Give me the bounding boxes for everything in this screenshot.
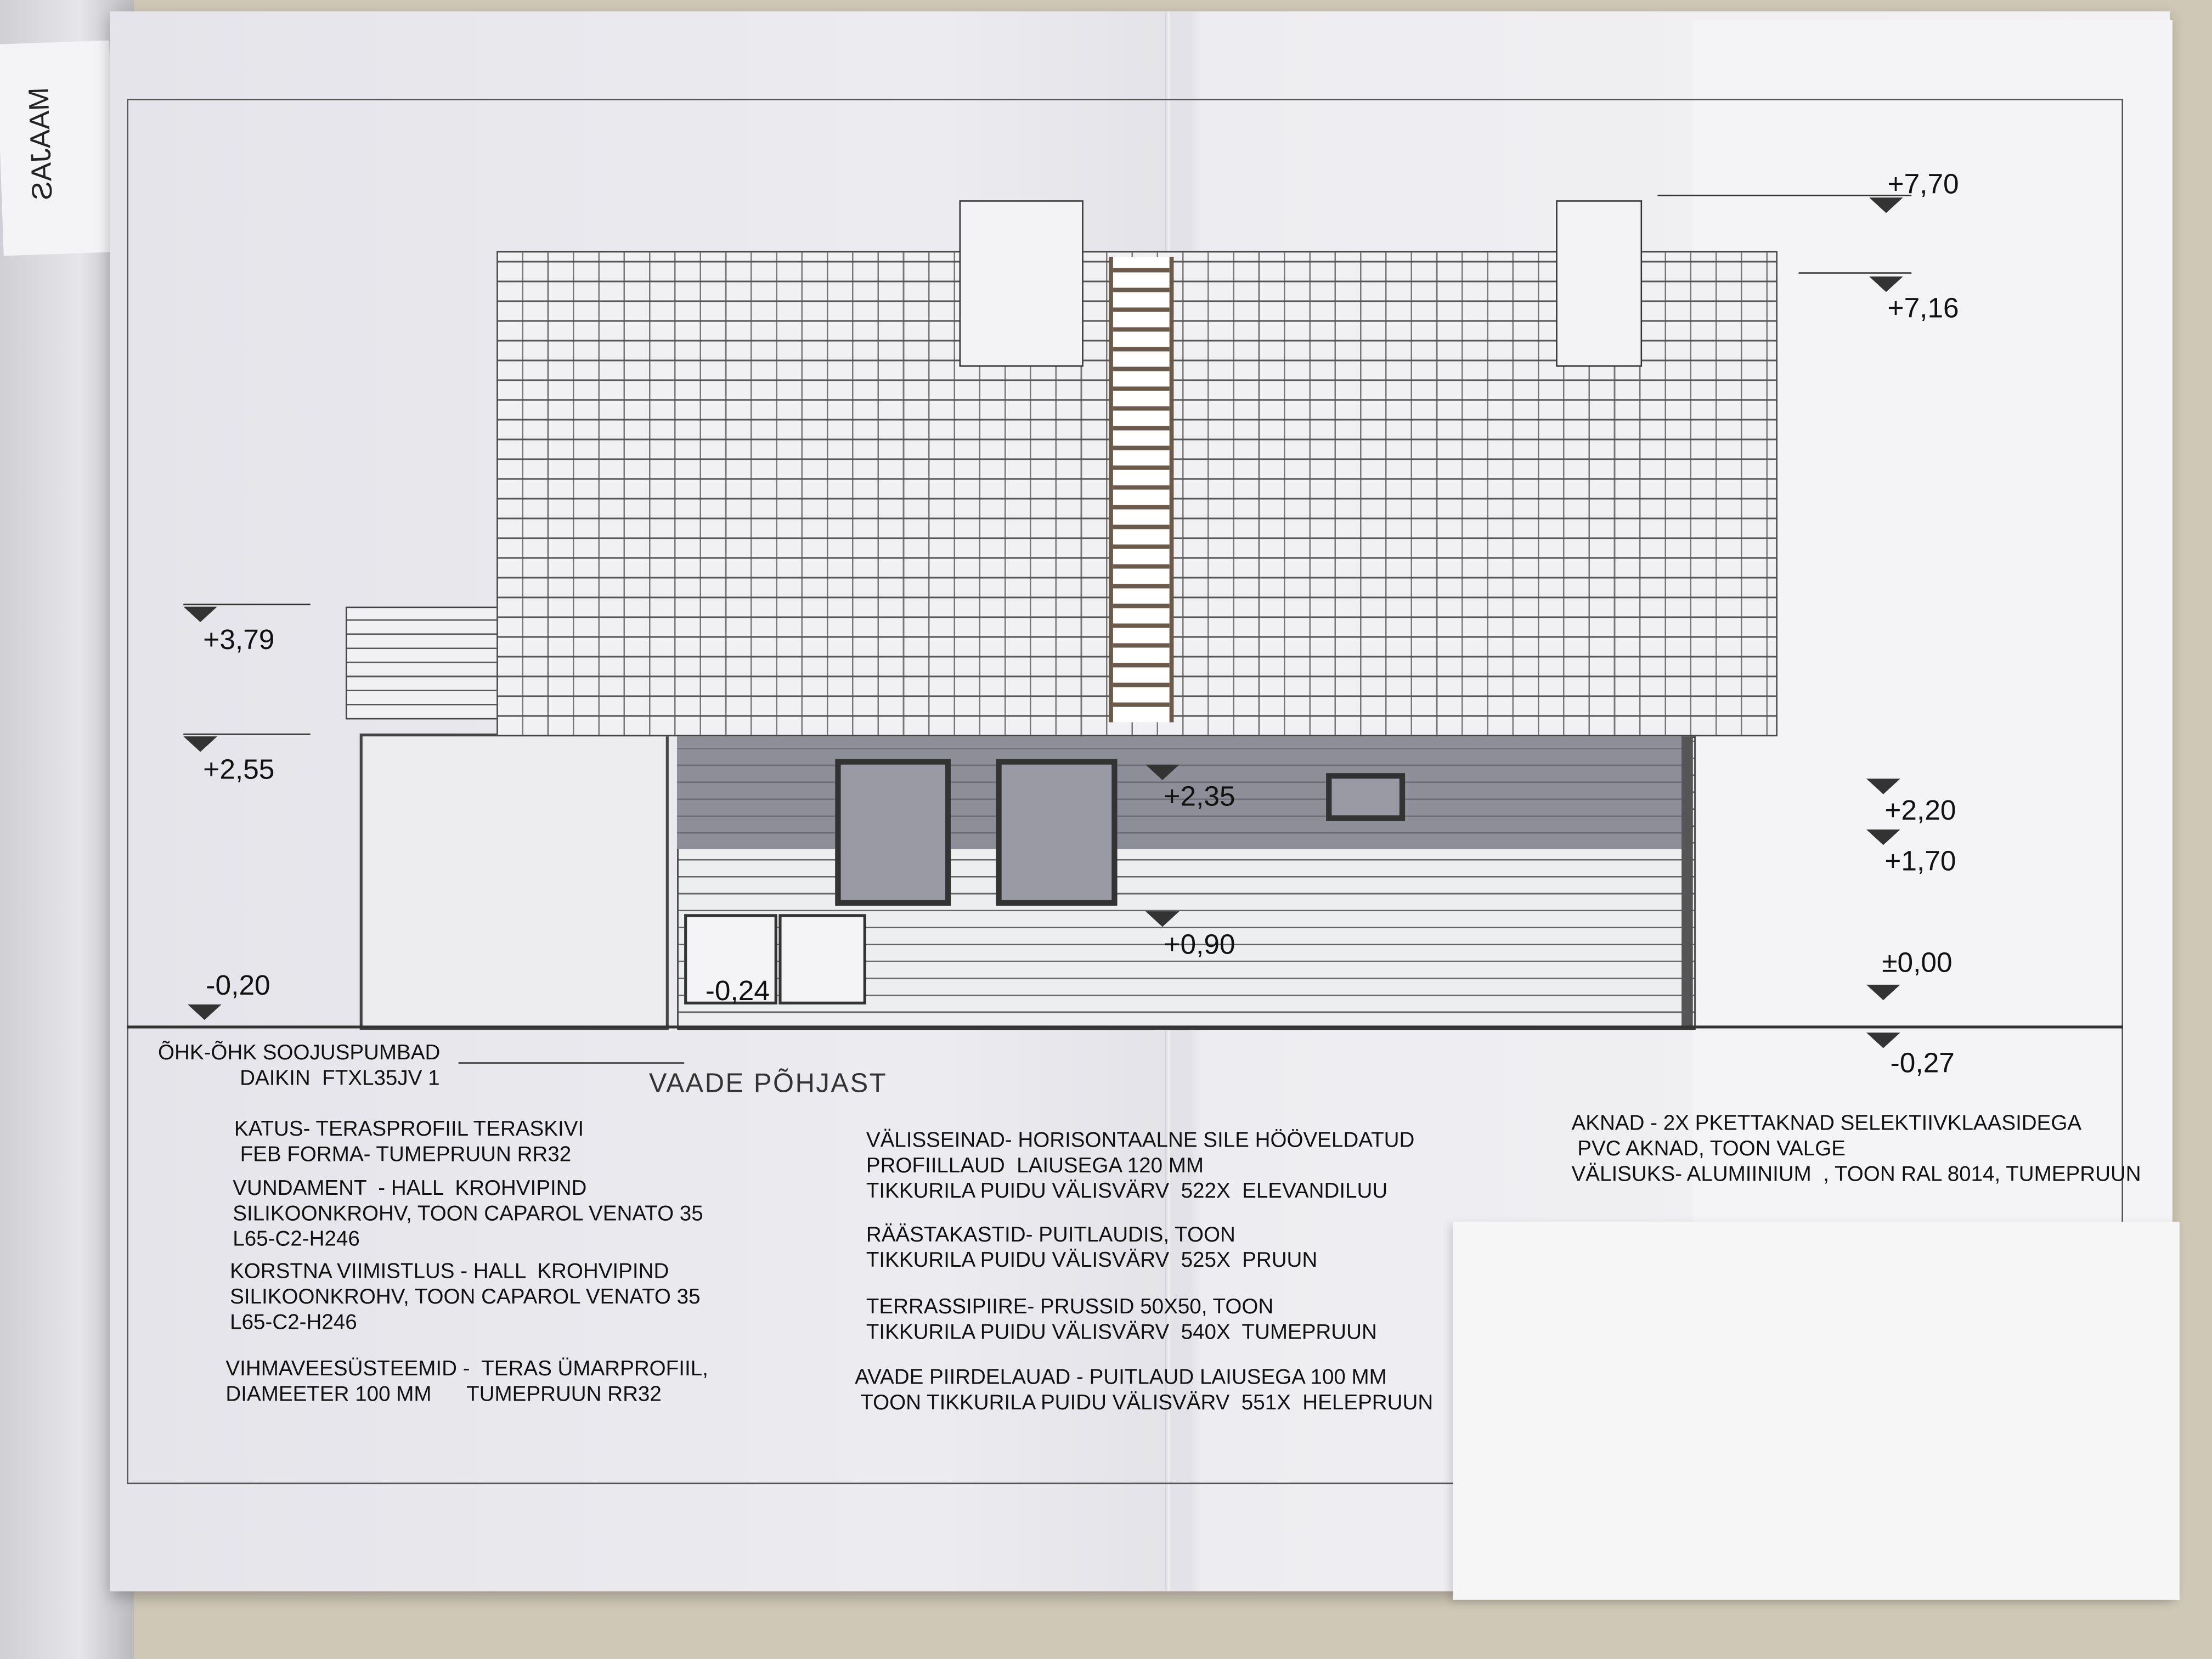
- note-line: VUNDAMENT - HALL KROHVIPIND: [233, 1176, 587, 1201]
- note-line: PVC AKNAD, TOON VALGE: [1571, 1137, 1846, 1161]
- note-line: PROFIILLAUD LAIUSEGA 120 MM: [866, 1154, 1204, 1178]
- level-marker-icon: [183, 736, 217, 752]
- level-window-bottom: +0,90: [1164, 929, 1235, 961]
- level-marker-icon: [1866, 1032, 1900, 1048]
- note-line: VÄLISUKS- ALUMIINIUM , TOON RAL 8014, TU…: [1571, 1162, 2141, 1187]
- level-marker-icon: [1145, 764, 1180, 780]
- level-marker-icon: [1866, 984, 1900, 1001]
- note-line: L65-C2-H246: [230, 1310, 357, 1335]
- note-line: TOON TIKKURILA PUIDU VÄLISVÄRV 551X HELE…: [855, 1391, 1434, 1415]
- note-line: KORSTNA VIIMISTLUS - HALL KROHVIPIND: [230, 1260, 669, 1284]
- note-line: FEB FORMA- TUMEPRUUN RR32: [234, 1142, 572, 1167]
- level-terrace-rail: +3,79: [203, 625, 275, 656]
- note-line: TIKKURILA PUIDU VÄLISVÄRV 525X PRUUN: [866, 1248, 1318, 1273]
- note-roof: KATUS- TERASPROFIIL TERASKIVI FEB FORMA-…: [234, 1118, 584, 1169]
- heat-pump-unit: [684, 914, 777, 1005]
- level-line: [183, 733, 311, 735]
- heat-pump-note-1: ÕHK-ÕHK SOOJUSPUMBAD: [157, 1041, 441, 1065]
- ground-line: [127, 1025, 2123, 1029]
- note-line: AVADE PIIRDELAUAD - PUITLAUD LAIUSEGA 10…: [855, 1365, 1387, 1390]
- note-line: DIAMEETER 100 MM TUMEPRUUN RR32: [225, 1382, 662, 1407]
- level-window-top: +2,35: [1164, 781, 1235, 813]
- view-title: VAADE PÕHJAST: [648, 1069, 888, 1099]
- downpipe: [1681, 736, 1693, 1027]
- level-marker-icon: [1869, 197, 1903, 213]
- note-line: TIKKURILA PUIDU VÄLISVÄRV 522X ELEVANDIL…: [866, 1179, 1388, 1204]
- level-marker-icon: [1869, 276, 1903, 292]
- chimney-left: [959, 200, 1084, 367]
- small-window: [1326, 773, 1406, 821]
- terrace-railing: [345, 606, 500, 720]
- drawing-frame: [127, 98, 2123, 1485]
- level-marker-icon: [1145, 911, 1180, 927]
- level-line: [1798, 272, 1912, 274]
- level-line: [183, 603, 311, 606]
- note-line: SILIKOONKROHV, TOON CAPAROL VENATO 35: [230, 1285, 701, 1310]
- folded-envelope: [1453, 1221, 2180, 1600]
- level-line: [1657, 194, 1912, 196]
- level-ground: -0,27: [1890, 1048, 1955, 1080]
- roof-ladder: [1109, 256, 1174, 723]
- note-rainwater: VIHMAVEESÜSTEEMID - TERAS ÜMARPROFIIL,DI…: [225, 1357, 708, 1408]
- note-line: VIHMAVEESÜSTEEMID - TERAS ÜMARPROFIIL,: [225, 1357, 708, 1381]
- level-small-window-top: +2,20: [1884, 795, 1956, 827]
- sheet-tab-label: MAAJAS: [24, 87, 59, 201]
- level-small-window-bottom: +1,70: [1884, 846, 1956, 878]
- heat-pump-unit: [778, 914, 866, 1005]
- level-marker-icon: [1866, 778, 1900, 794]
- note-line: TERRASSIPIIRE- PRUSSID 50X50, TOON: [866, 1295, 1274, 1319]
- sheet-tab: MAAJAS: [0, 40, 117, 256]
- window: [996, 759, 1118, 906]
- level-marker-icon: [183, 606, 217, 622]
- level-floor: ±0,00: [1882, 947, 1953, 979]
- level-roof-ridge: +7,16: [1887, 293, 1959, 325]
- note-trim-boards: AVADE PIIRDELAUAD - PUITLAUD LAIUSEGA 10…: [855, 1365, 1433, 1417]
- level-heat-pump-base: -0,24: [705, 976, 770, 1007]
- level-marker-icon: [187, 1004, 222, 1020]
- note-line: VÄLISSEINAD- HORISONTAALNE SILE HÖÖVELDA…: [866, 1128, 1415, 1153]
- heat-pump-note-2: DAIKIN FTXL35JV 1: [240, 1066, 440, 1091]
- terrace-wall: [359, 733, 669, 1030]
- level-roof-top: +7,70: [1887, 169, 1959, 201]
- chimney-right: [1556, 200, 1643, 367]
- window: [835, 759, 951, 906]
- note-line: SILIKOONKROHV, TOON CAPAROL VENATO 35: [233, 1201, 703, 1226]
- note-windows-doors: AKNAD - 2X PKETTAKNAD SELEKTIIVKLAASIDEG…: [1572, 1111, 2141, 1188]
- note-line: TIKKURILA PUIDU VÄLISVÄRV 540X TUMEPRUUN: [866, 1320, 1377, 1345]
- note-line: RÄÄSTAKASTID- PUITLAUDIS, TOON: [866, 1223, 1235, 1248]
- leader-line: [458, 1062, 685, 1064]
- level-terrace-top: +2,55: [203, 754, 275, 786]
- level-marker-icon: [1866, 829, 1900, 845]
- level-shed-base: -0,20: [206, 970, 270, 1002]
- note-line: AKNAD - 2X PKETTAKNAD SELEKTIIVKLAASIDEG…: [1571, 1111, 2082, 1136]
- note-line: L65-C2-H246: [233, 1227, 360, 1251]
- note-line: KATUS- TERASPROFIIL TERASKIVI: [234, 1117, 584, 1142]
- note-walls: VÄLISSEINAD- HORISONTAALNE SILE HÖÖVELDA…: [866, 1128, 1415, 1205]
